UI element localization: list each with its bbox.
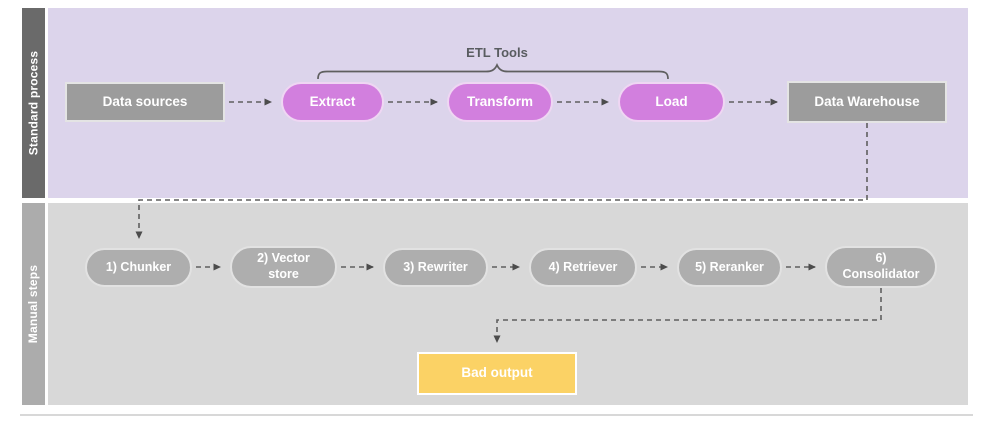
node-extract: Extract xyxy=(281,82,384,122)
node-step-rewriter: 3) Rewriter xyxy=(383,248,488,287)
node-step-chunker: 1) Chunker xyxy=(85,248,192,287)
lane-label-manual-steps: Manual steps xyxy=(22,203,45,405)
node-step-reranker: 5) Reranker xyxy=(677,248,782,287)
node-step-consolidator: 6) Consolidator xyxy=(825,246,937,288)
node-step-retriever: 4) Retriever xyxy=(529,248,637,287)
etl-tools-label: ETL Tools xyxy=(466,45,528,60)
lane-label-standard-process-text: Standard process xyxy=(26,50,41,156)
node-data-sources: Data sources xyxy=(65,82,225,122)
lane-label-manual-steps-text: Manual steps xyxy=(26,264,41,344)
node-step-vector-store: 2) Vector store xyxy=(230,246,337,288)
node-transform: Transform xyxy=(447,82,553,122)
node-data-warehouse: Data Warehouse xyxy=(787,81,947,123)
page-edge-divider xyxy=(20,414,973,416)
lane-label-standard-process: Standard process xyxy=(22,8,45,198)
node-bad-output: Bad output xyxy=(417,352,577,395)
node-load: Load xyxy=(618,82,725,122)
